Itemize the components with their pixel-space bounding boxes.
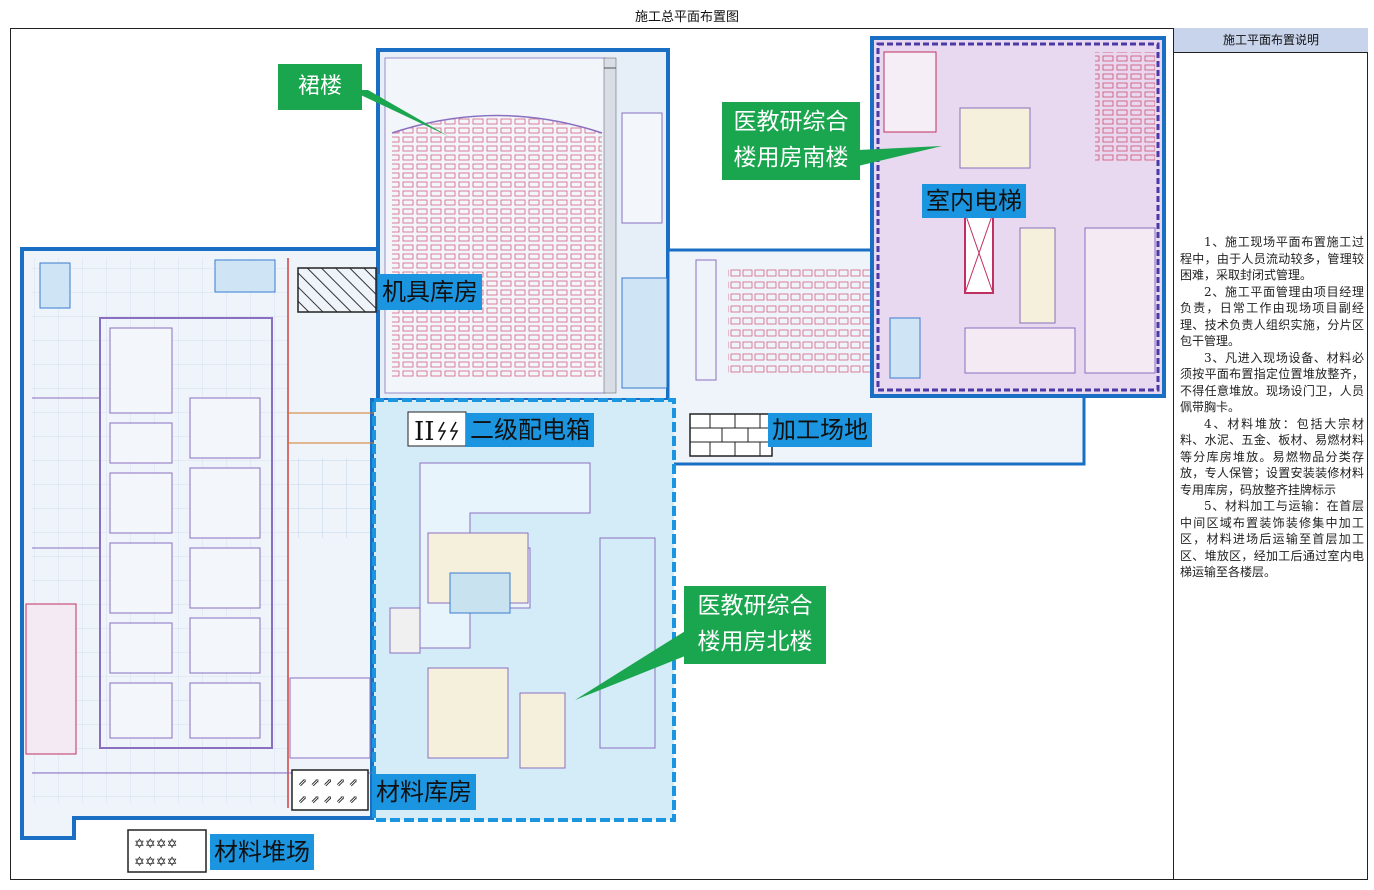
site-plan: II ⇗ ⇗ ⇗ ⇗ ⇗ ⇗ ⇗ ⇗ ⇗ ⇗ ✡✡✡✡ ✡✡✡✡ — [20, 36, 1166, 873]
north-building-callout: 医教研综合 楼用房北楼 — [684, 586, 826, 664]
note-item: 3、凡进入现场设备、材料必须按平面布置指定位置堆放整齐，不得任意堆放。现场设门卫… — [1180, 350, 1364, 415]
podium-label: 裙楼 — [278, 64, 362, 110]
west-wing — [20, 247, 380, 840]
material-yard-symbol: ✡✡✡✡ ✡✡✡✡ — [127, 829, 207, 873]
south-building-callout: 医教研综合 楼用房南楼 — [722, 102, 860, 180]
material-warehouse-label: 材料库房 — [372, 774, 476, 810]
processing-area-symbol — [689, 413, 773, 457]
note-item: 2、施工平面管理由项目经理负责，日常工作由现场项目副经理、技术负责人组织实施，分… — [1180, 284, 1364, 349]
material-yard-label: 材料堆场 — [210, 834, 314, 870]
elevator-label: 室内电梯 — [922, 184, 1026, 218]
svg-text:⇗ ⇗ ⇗ ⇗ ⇗: ⇗ ⇗ ⇗ ⇗ ⇗ — [298, 776, 358, 789]
note-item: 5、材料加工与运输：在首层中间区域布置装饰装修集中加工区，材料进场后运输至首层加… — [1180, 499, 1364, 579]
south-callout-pointer — [858, 146, 942, 166]
notes-list: 1、施工现场平面布置施工过程中，由于人员流动较多，管理较困难，采取封闭式管理。 … — [1180, 234, 1364, 581]
south-building-line2: 楼用房南楼 — [733, 145, 849, 171]
notes-heading: 施工平面布置说明 — [1174, 28, 1368, 53]
notes-panel: 施工平面布置说明 1、施工现场平面布置施工过程中，由于人员流动较多，管理较困难，… — [1173, 28, 1368, 880]
north-building-line1: 医教研综合 — [697, 593, 813, 619]
processing-area-label: 加工场地 — [768, 413, 872, 447]
svg-text:⇗ ⇗ ⇗ ⇗ ⇗: ⇗ ⇗ ⇗ ⇗ ⇗ — [298, 793, 358, 806]
podium-callout-pointer — [350, 90, 448, 136]
drawing-frame — [10, 28, 1368, 880]
north-building-line2: 楼用房北楼 — [697, 629, 813, 655]
distribution-box-label: 二级配电箱 — [466, 413, 594, 447]
north-building — [372, 398, 676, 822]
north-callout-pointer — [575, 628, 710, 700]
tool-warehouse-label: 机具库房 — [378, 274, 482, 310]
svg-text:✡✡✡✡: ✡✡✡✡ — [134, 837, 178, 852]
svg-text:✡✡✡✡: ✡✡✡✡ — [134, 855, 178, 870]
material-warehouse-symbol: ⇗ ⇗ ⇗ ⇗ ⇗ ⇗ ⇗ ⇗ ⇗ ⇗ — [291, 769, 369, 811]
south-building-line1: 医教研综合 — [733, 109, 849, 135]
note-item: 4、材料堆放：包括大宗材料、水泥、五金、板材、易燃材料等分库房堆放。易燃物品分类… — [1180, 416, 1364, 497]
note-item: 1、施工现场平面布置施工过程中，由于人员流动较多，管理较困难，采取封闭式管理。 — [1180, 235, 1364, 282]
drawing-title: 施工总平面布置图 — [634, 10, 739, 25]
tool-warehouse-symbol — [297, 267, 377, 313]
podium-auditorium — [376, 48, 670, 402]
svg-text:II: II — [414, 417, 435, 447]
distribution-box-symbol: II — [407, 411, 467, 447]
